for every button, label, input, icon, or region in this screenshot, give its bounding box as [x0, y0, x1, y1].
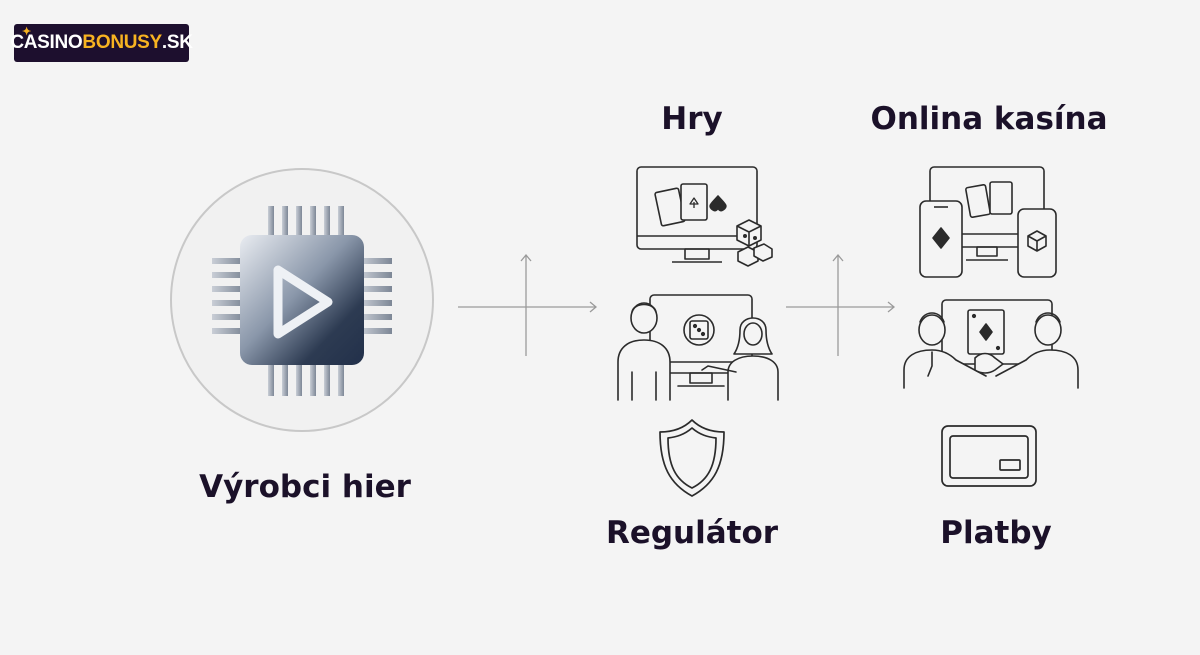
- logo-star-icon: ✦: [22, 26, 31, 38]
- devices-icon: [919, 166, 1057, 278]
- connector-arrow-1: [458, 253, 598, 356]
- label-payments: Platby: [940, 515, 1052, 551]
- gaming-monitor-icon: [636, 166, 773, 267]
- shield-icon: [659, 419, 725, 497]
- chip-play-icon: [170, 168, 434, 432]
- logo-text-casino: CASINO: [10, 32, 83, 53]
- regulator-people-icon: [617, 294, 779, 401]
- label-producers: Výrobci hier: [199, 469, 411, 505]
- label-regulator: Regulátor: [605, 515, 779, 551]
- logo-text-sk: .SK: [161, 32, 193, 53]
- logo-text-bonusy: BONUSY: [82, 32, 162, 53]
- payment-card-icon: [941, 425, 1037, 487]
- connector-arrow-2: [786, 253, 896, 356]
- label-games: Hry: [661, 101, 723, 137]
- label-online-casinos: Onlina kasína: [870, 101, 1108, 137]
- casino-handshake-icon: [903, 299, 1079, 389]
